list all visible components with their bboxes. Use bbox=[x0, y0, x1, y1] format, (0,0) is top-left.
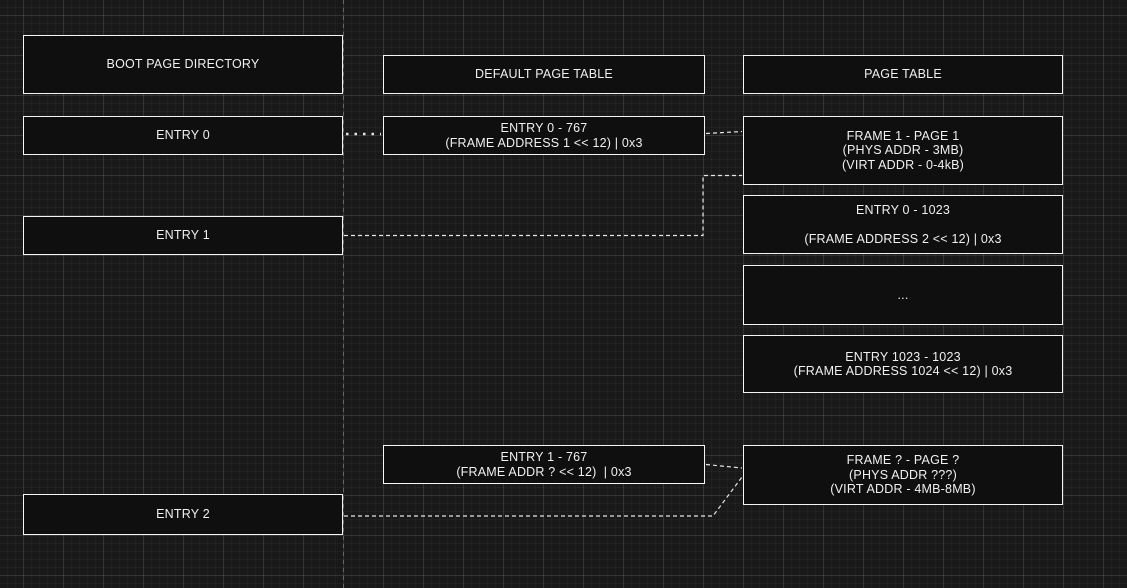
page-table-frame-unknown[interactable]: FRAME ? - PAGE ? (PHYS ADDR ???) (VIRT A… bbox=[743, 445, 1063, 505]
page-table-frame-1[interactable]: FRAME 1 - PAGE 1 (PHYS ADDR - 3MB) (VIRT… bbox=[743, 116, 1063, 185]
default-page-table-entry-0-767[interactable]: ENTRY 0 - 767 (FRAME ADDRESS 1 << 12) | … bbox=[383, 116, 705, 155]
default-page-table-entry-1-767[interactable]: ENTRY 1 - 767 (FRAME ADDR ? << 12) | 0x3 bbox=[383, 445, 705, 484]
connector-default-entry1-to-frame-unknown bbox=[705, 463, 743, 469]
page-table-entry-0-1023[interactable]: ENTRY 0 - 1023 (FRAME ADDRESS 2 << 12) |… bbox=[743, 195, 1063, 254]
boot-directory-entry-0[interactable]: ENTRY 0 bbox=[23, 116, 343, 155]
boot-directory-entry-1[interactable]: ENTRY 1 bbox=[23, 216, 343, 255]
boot-page-directory-header[interactable]: BOOT PAGE DIRECTORY bbox=[23, 35, 343, 94]
boot-directory-entry-2[interactable]: ENTRY 2 bbox=[23, 494, 343, 535]
default-page-table-header[interactable]: DEFAULT PAGE TABLE bbox=[383, 55, 705, 94]
connector-default-entry0-to-frame1 bbox=[705, 130, 743, 135]
page-table-header[interactable]: PAGE TABLE bbox=[743, 55, 1063, 94]
connector-entry1-to-frame1 bbox=[344, 174, 742, 237]
page-table-ellipsis[interactable]: ... bbox=[743, 265, 1063, 325]
page-table-entry-1023-1023[interactable]: ENTRY 1023 - 1023 (FRAME ADDRESS 1024 <<… bbox=[743, 335, 1063, 393]
